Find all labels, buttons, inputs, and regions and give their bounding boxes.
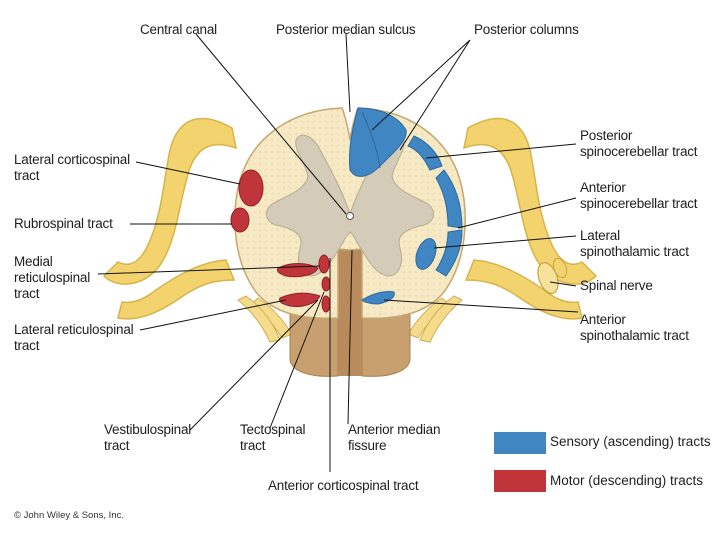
label-spinal-nerve: Spinal nerve [580,278,653,293]
meninges [289,250,411,377]
label-anterior-spinothalamic: Anterior spinothalamic tract [580,312,689,343]
label-lateral-spinothalamic: Lateral spinothalamic tract [580,228,689,259]
spinal-nerves [102,118,598,320]
central-canal-dot [346,212,354,220]
label-medial-reticulospinal: Medial reticulospinal tract [14,254,90,301]
label-anterior-median-fissure: Anterior median fissure [348,422,441,453]
label-posterior-median-sulcus: Posterior median sulcus [276,22,416,37]
label-lateral-corticospinal: Lateral corticospinal tract [14,152,130,183]
rootlets [237,295,463,343]
gray-matter [265,134,435,277]
label-tectospinal: Tectospinal tract [240,422,306,453]
label-central-canal: Central canal [140,22,217,37]
label-lateral-reticulospinal: Lateral reticulospinal tract [14,322,134,353]
label-anterior-corticospinal: Anterior corticospinal tract [268,478,419,493]
label-rubrospinal: Rubrospinal tract [14,216,113,231]
legend-swatch-motor [494,470,546,492]
leader-lines [97,33,579,472]
sensory-tracts [349,107,463,305]
label-posterior-columns: Posterior columns [474,22,579,37]
label-posterior-spinocerebellar: Posterior spinocerebellar tract [580,128,698,159]
label-anterior-spinocerebellar: Anterior spinocerebellar tract [580,180,698,211]
legend-label-sensory: Sensory (ascending) tracts [550,434,711,449]
copyright: © John Wiley & Sons, Inc. [14,510,124,521]
label-vestibulospinal: Vestibulospinal tract [104,422,192,453]
legend-swatch-sensory [494,432,546,454]
legend-label-motor: Motor (descending) tracts [550,473,704,488]
motor-tracts [230,169,331,313]
